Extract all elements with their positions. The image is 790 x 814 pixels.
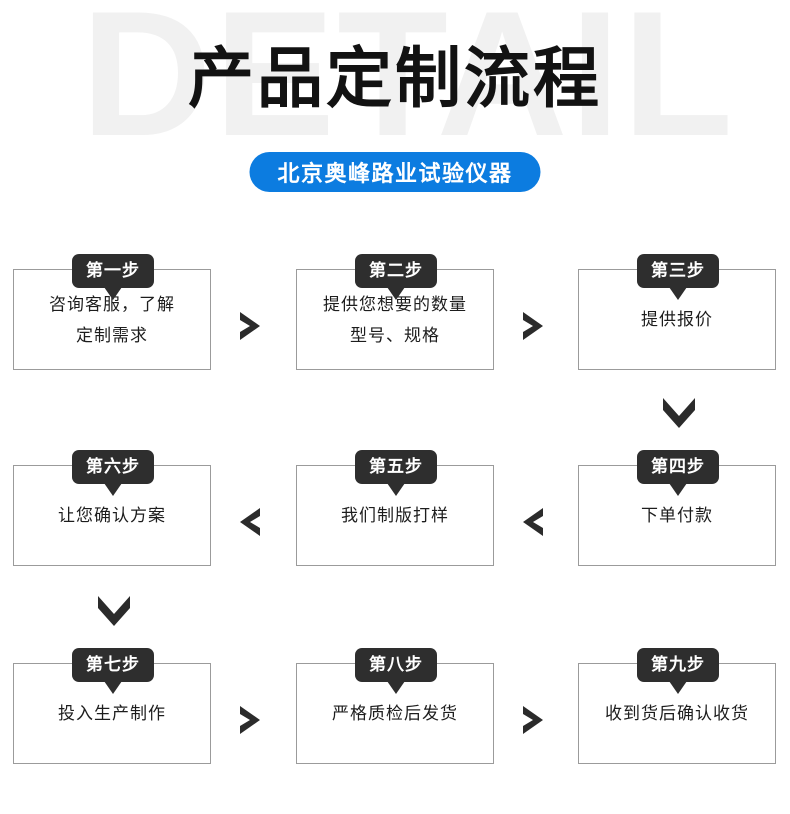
flow-step-7: 投入生产制作 第七步: [13, 648, 213, 776]
step-description: 收到货后确认收货: [605, 704, 749, 723]
arrow-right-icon: [511, 698, 555, 742]
flow-step-6: 让您确认方案 第六步: [13, 450, 213, 578]
arrow-left-icon: [228, 500, 272, 544]
step-badge: 第五步: [355, 450, 437, 496]
step-badge: 第八步: [355, 648, 437, 694]
flow-step-8: 严格质检后发货 第八步: [296, 648, 496, 776]
arrow-right-icon: [228, 698, 272, 742]
step-badge: 第一步: [72, 254, 154, 300]
step-badge: 第二步: [355, 254, 437, 300]
flow-step-4: 下单付款 第四步: [578, 450, 778, 578]
step-description: 投入生产制作: [58, 704, 166, 723]
flow-step-9: 收到货后确认收货 第九步: [578, 648, 778, 776]
step-box: 让您确认方案: [13, 465, 211, 566]
flow-row-3: 投入生产制作 第七步 严格质检后发货 第八步 收到货后确认收货 第九步: [0, 648, 790, 776]
step-badge: 第四步: [637, 450, 719, 496]
step-description: 严格质检后发货: [332, 704, 458, 723]
step-badge: 第九步: [637, 648, 719, 694]
step-badge: 第三步: [637, 254, 719, 300]
step-description: 下单付款: [641, 506, 713, 525]
step-description: 提供您想要的数量 型号、规格: [323, 294, 467, 345]
step-description: 我们制版打样: [341, 506, 449, 525]
step-badge: 第六步: [72, 450, 154, 496]
step-badge: 第七步: [72, 648, 154, 694]
arrow-down-icon: [92, 592, 136, 632]
arrow-left-icon: [511, 500, 555, 544]
step-description: 让您确认方案: [58, 506, 166, 525]
page-title: 产品定制流程: [188, 41, 602, 115]
arrow-right-icon: [511, 304, 555, 348]
flow-step-2: 提供您想要的数量 型号、规格 第二步: [296, 254, 496, 382]
flow-row-2: 让您确认方案 第六步 我们制版打样 第五步 下单付款 第四步: [0, 450, 790, 578]
detail-watermark: DETAIL: [80, 0, 736, 173]
process-flow-diagram: 咨询客服，了解 定制需求 第一步 提供您想要的数量 型号、规格 第二步 提供报价: [0, 215, 790, 814]
arrow-down-icon: [657, 394, 701, 434]
page-header: DETAIL 产品定制流程 北京奥峰路业试验仪器: [0, 0, 790, 215]
brand-subtitle-pill: 北京奥峰路业试验仪器: [249, 152, 541, 192]
arrow-right-icon: [228, 304, 272, 348]
step-description: 提供报价: [641, 310, 713, 329]
flow-step-1: 咨询客服，了解 定制需求 第一步: [13, 254, 213, 382]
flow-row-1: 咨询客服，了解 定制需求 第一步 提供您想要的数量 型号、规格 第二步 提供报价: [0, 254, 790, 382]
flow-step-5: 我们制版打样 第五步: [296, 450, 496, 578]
step-description: 咨询客服，了解 定制需求: [49, 294, 175, 345]
flow-step-3: 提供报价 第三步: [578, 254, 778, 382]
